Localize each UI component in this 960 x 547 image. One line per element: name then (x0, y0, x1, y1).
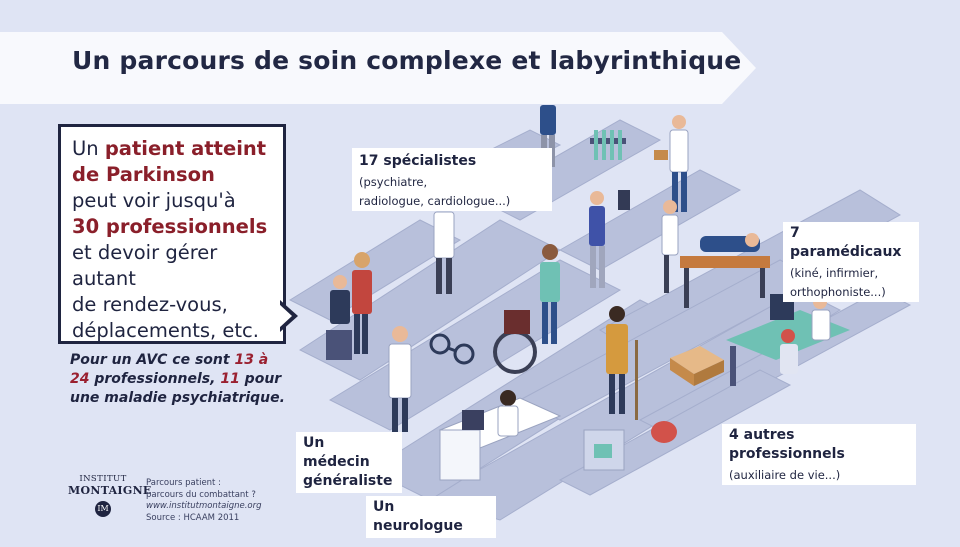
generaliste-line-2: généraliste (303, 473, 393, 489)
label-paramedicaux: 7 paramédicaux (kiné, infirmier, orthoph… (783, 222, 919, 302)
glasses-icon (429, 333, 475, 365)
source-citation: Source : HCAAM 2011 (146, 512, 240, 523)
callout-line-1a: Un (72, 137, 105, 160)
label-specialistes: 17 spécialistes (psychiatre, radiologue,… (352, 148, 552, 211)
label-neurologue: Un neurologue (366, 496, 496, 538)
callout-tail-inner (279, 304, 292, 328)
doctor-figure (654, 115, 689, 212)
institut-montaigne-logo: INSTITUT MONTAIGNE IM (68, 474, 152, 517)
callout-box (58, 124, 286, 344)
consultation-scene (326, 252, 372, 360)
label-generaliste: Un médecin généraliste (296, 432, 402, 493)
generaliste-line-1: Un médecin (303, 435, 370, 470)
paramedicaux-detail-1: (kiné, infirmier, (790, 266, 879, 280)
stat-part-e: pour une maladie psychiatrique. (70, 371, 285, 406)
specialistes-detail-1: (psychiatre, (359, 175, 428, 189)
source-url: www.institutmontaigne.org (146, 501, 262, 511)
stat-part-c: professionnels, (89, 371, 221, 387)
iv-stand-icon (583, 429, 625, 471)
label-autres: 4 autres professionnels (auxiliaire de v… (722, 424, 916, 485)
specialistes-detail-2: radiologue, cardiologue...) (359, 194, 511, 208)
stat-part-d: 11 (220, 371, 240, 387)
cardboard-box-icon (670, 346, 724, 386)
paramedicaux-title: 7 paramédicaux (790, 225, 902, 260)
stat-part-a: Pour un AVC ce sont (70, 352, 235, 368)
autres-title: 4 autres professionnels (729, 427, 845, 462)
exam-table-scene (661, 200, 770, 308)
logo-line-2: MONTAIGNE (68, 484, 152, 497)
autres-detail: (auxiliaire de vie...) (729, 468, 841, 482)
paramedicaux-detail-2: orthophoniste...) (790, 285, 886, 299)
callout-line-7: déplacements, etc. (72, 319, 259, 342)
source-block: Parcours patient : parcours du combattan… (146, 478, 262, 524)
callout-line-2: de Parkinson (72, 163, 215, 186)
page-title: Un parcours de soin complexe et labyrint… (72, 46, 742, 75)
neurologist-desk-scene (438, 390, 562, 481)
wheelchair-scene (493, 244, 560, 374)
general-practitioner-figure (388, 326, 412, 432)
caregiver-figure (606, 306, 677, 443)
callout-line-6: de rendez-vous, (72, 293, 228, 316)
callout-text: Un patient atteint de Parkinson peut voi… (72, 136, 282, 344)
stat-part-b: 13 à 24 (70, 352, 269, 387)
callout-line-5: et devoir gérer autant (72, 241, 218, 290)
neurologue-text: Un neurologue (373, 499, 463, 534)
stat-text: Pour un AVC ce sont 13 à 24 professionne… (70, 351, 290, 408)
logo-seal-icon: IM (95, 501, 111, 517)
callout-line-3: peut voir jusqu'à (72, 189, 236, 212)
office-desk-scene (726, 294, 850, 386)
source-line-1: Parcours patient : (146, 478, 221, 488)
test-tubes-icon (590, 130, 626, 160)
logo-line-1: INSTITUT (79, 474, 127, 484)
specialistes-title: 17 spécialistes (359, 153, 477, 169)
title-banner (0, 32, 756, 104)
callout-line-4: 30 professionnels (72, 215, 268, 238)
callout-line-1b: patient atteint (104, 137, 267, 160)
photographer-figure (589, 190, 630, 288)
source-line-2: parcours du combattant ? (146, 489, 256, 500)
